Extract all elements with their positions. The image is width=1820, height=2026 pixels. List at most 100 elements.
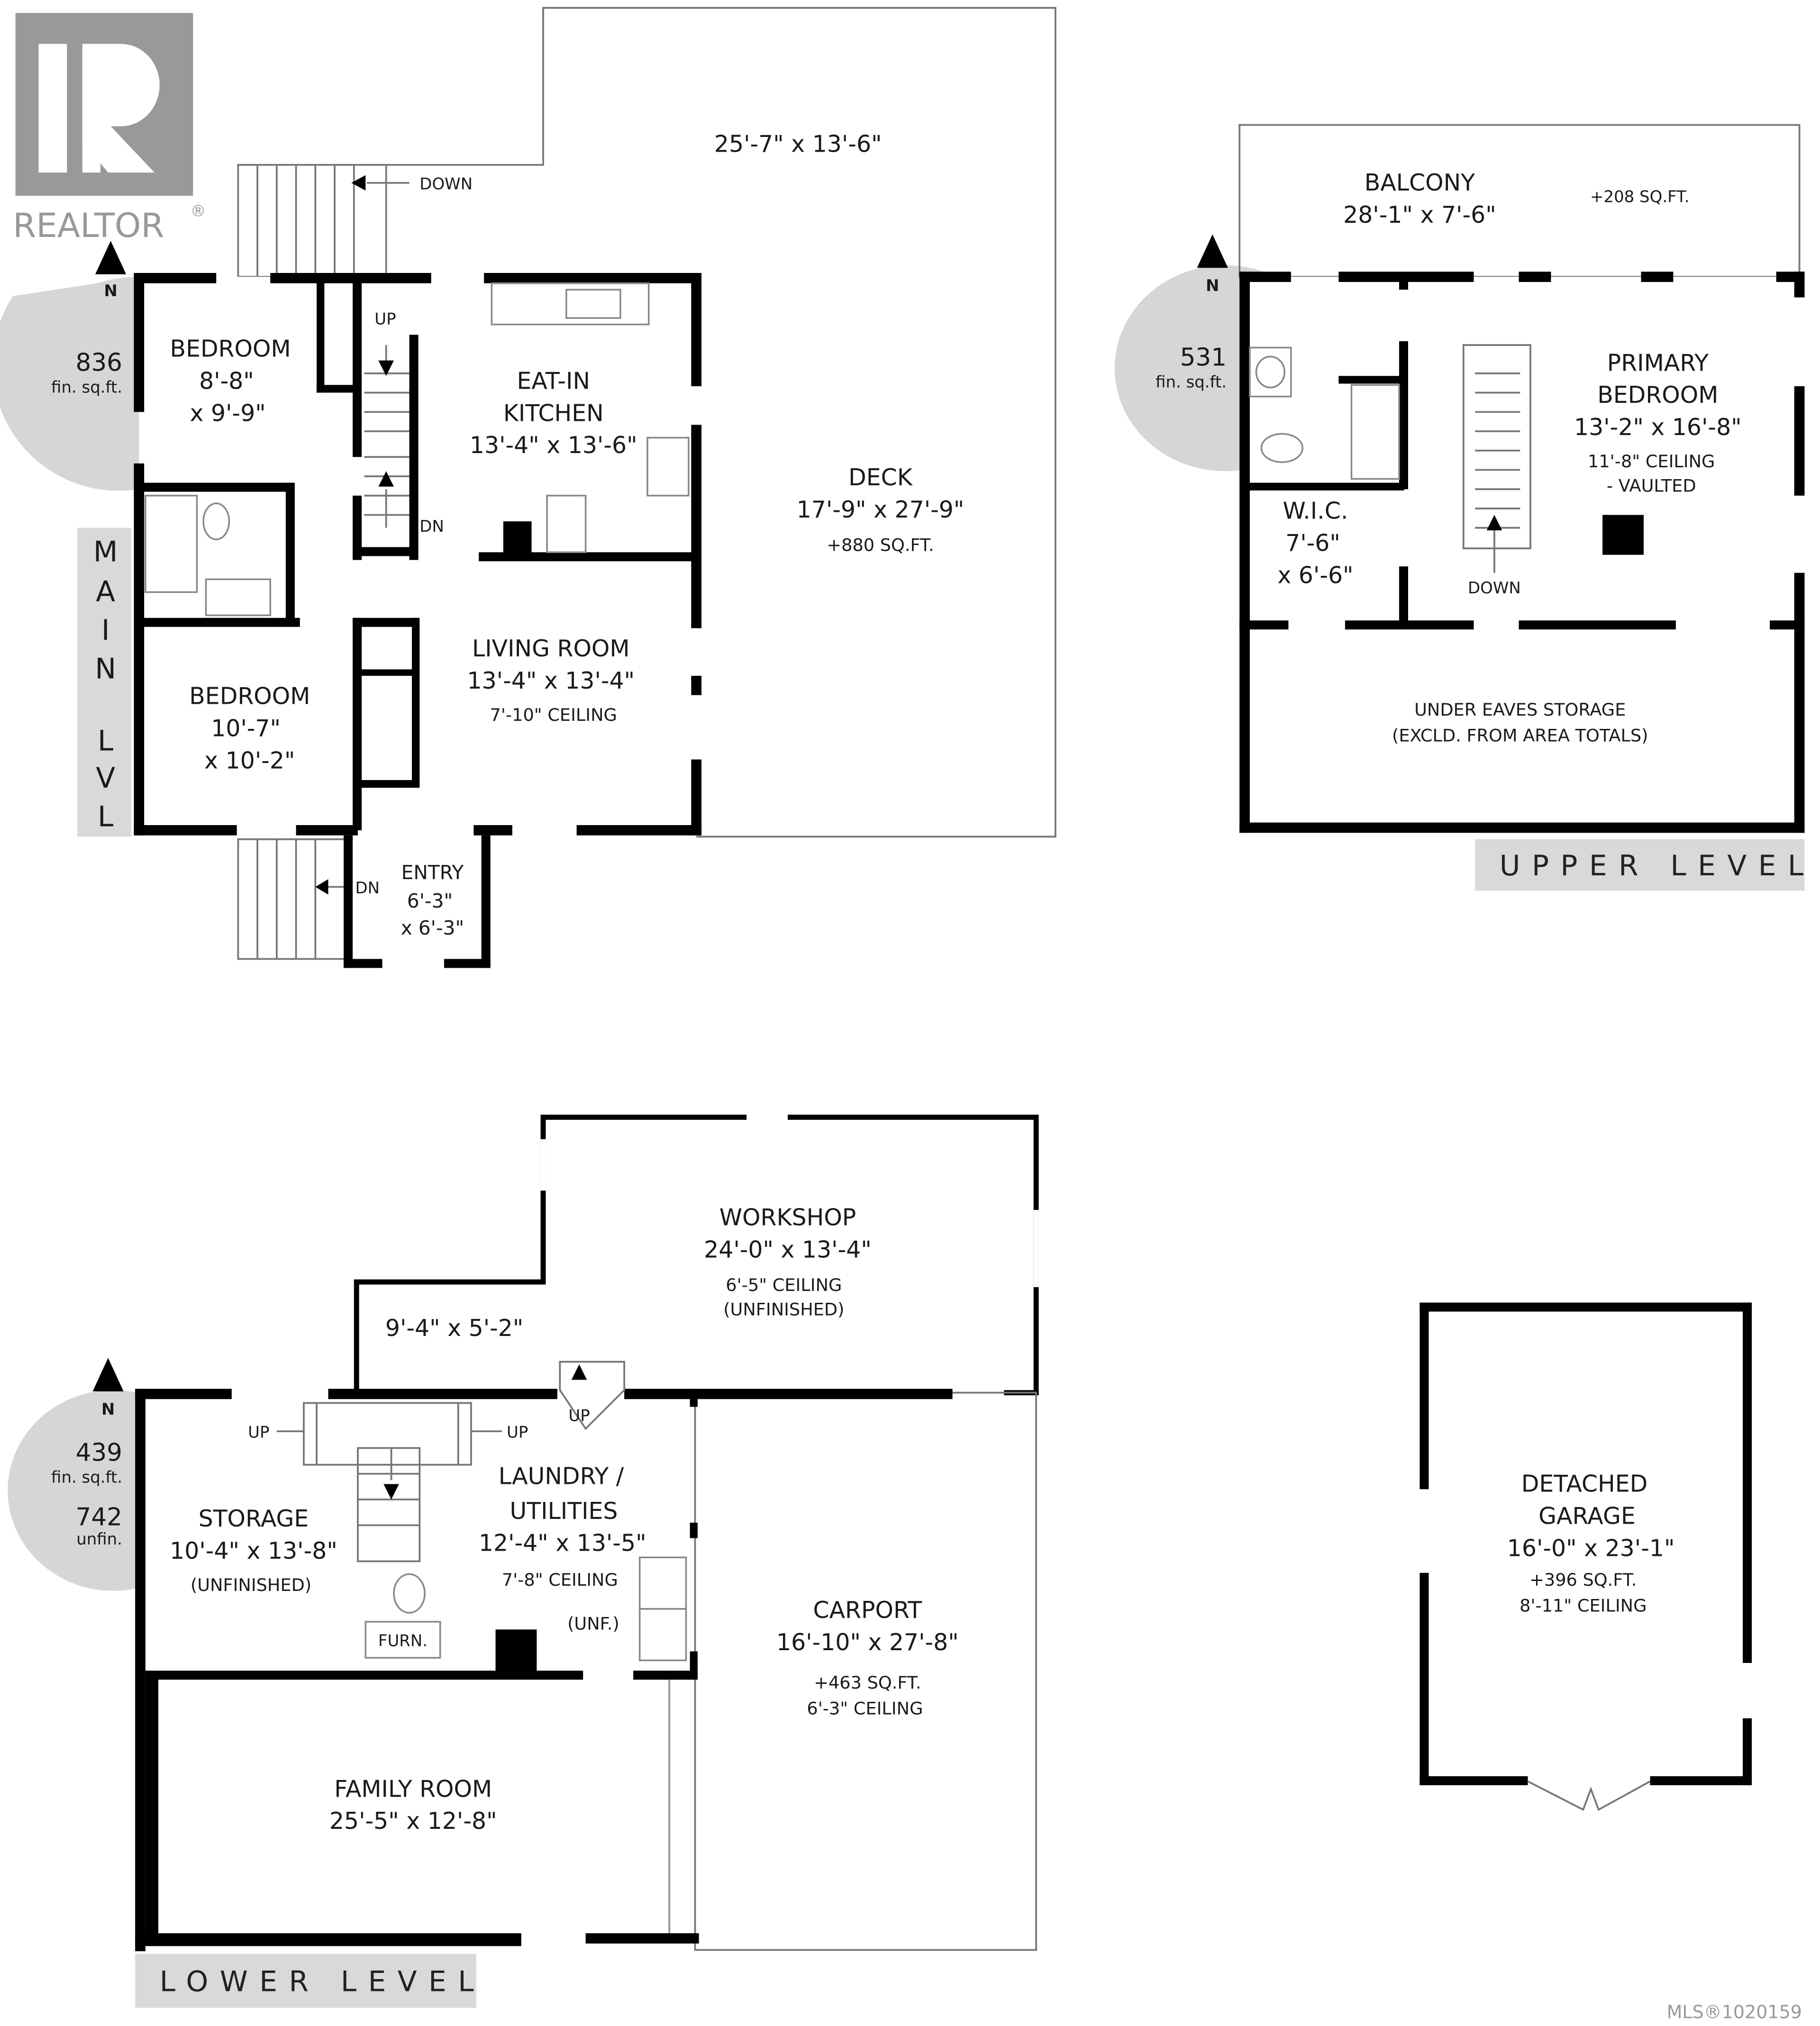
- room-name: KITCHEN: [503, 400, 604, 427]
- room-dim: 6'-3": [407, 890, 453, 912]
- realtor-logo: REALTOR ®: [13, 13, 206, 245]
- room-name: W.I.C.: [1283, 498, 1348, 525]
- front-stairs-dn-label: DN: [355, 879, 380, 898]
- deck-outline: [386, 7, 1056, 838]
- room-name: CARPORT: [813, 1597, 922, 1624]
- room-name: BALCONY: [1365, 169, 1475, 196]
- stairs-dn-label: DN: [419, 517, 444, 536]
- room-dim: 9'-4" x 5'-2": [385, 1315, 523, 1342]
- upper-area-unit: fin. sq.ft.: [1156, 373, 1227, 392]
- stairs-down-label: DOWN: [419, 174, 473, 193]
- stairs-up-label: UP: [507, 1423, 528, 1442]
- arrow-up-icon: [571, 1364, 587, 1380]
- room-dim: x 9'-9": [190, 400, 266, 427]
- room-dim: x 6'-6": [1277, 562, 1353, 589]
- water-heater-icon: [393, 1573, 426, 1614]
- level-letter: M: [93, 536, 118, 568]
- upper-level-label: [1475, 839, 1805, 891]
- upper-level-label-text: UPPER LEVEL: [1500, 850, 1815, 882]
- level-letter: I: [101, 614, 110, 647]
- room-area: +463 SQ.FT.: [814, 1672, 921, 1693]
- room-name: EAT-IN: [517, 367, 590, 394]
- main-area-unit: fin. sq.ft.: [51, 378, 122, 397]
- main-area: 836: [76, 348, 122, 377]
- compass-north: N: [1206, 276, 1219, 295]
- arrow-down-icon: [383, 1484, 399, 1500]
- lower-unfin-unit: unfin.: [76, 1530, 122, 1549]
- dryer-icon: [638, 1608, 687, 1662]
- room-dim: 10'-4" x 13'-8": [170, 1537, 337, 1564]
- room-name: STORAGE: [199, 1505, 309, 1532]
- compass-north: N: [104, 282, 117, 300]
- room-dim: 10'-7": [211, 715, 281, 742]
- room-name: LAUNDRY /: [499, 1463, 624, 1490]
- stove-icon: [646, 436, 690, 497]
- washer-icon: [638, 1556, 687, 1610]
- arrow-left-icon: [351, 175, 366, 191]
- stairs-up-label: UP: [568, 1406, 590, 1425]
- shower-icon: [1350, 384, 1400, 480]
- main-stairs: [364, 345, 410, 528]
- lower-level: N 439 fin. sq.ft. 742 unfin.: [8, 1115, 1039, 2008]
- room-note: 7'-10" CEILING: [490, 705, 617, 725]
- room-dim: 13'-4" x 13'-6": [470, 432, 637, 459]
- room-dim: 16'-10" x 27'-8": [776, 1629, 959, 1656]
- lower-unfin-area: 742: [76, 1503, 122, 1531]
- room-name: GARAGE: [1538, 1503, 1636, 1530]
- room-dim: x 10'-2": [204, 747, 295, 774]
- room-name: UTILITIES: [510, 1498, 618, 1525]
- north-arrow-icon: [95, 241, 127, 274]
- upper-level: N 531 fin. sq.ft.: [1114, 124, 1815, 891]
- balcony-outline: [1238, 124, 1801, 278]
- level-letter: L: [98, 801, 113, 834]
- arrow-up-icon: [1486, 515, 1502, 531]
- level-letter: A: [96, 575, 115, 608]
- room-area: +880 SQ.FT.: [827, 535, 934, 555]
- room-note: (UNFINISHED): [191, 1575, 311, 1595]
- room-name: BEDROOM: [189, 683, 310, 710]
- realtor-mark: ®: [191, 202, 206, 220]
- lower-fin-area: 439: [76, 1439, 122, 1467]
- garage-door: [1527, 1781, 1651, 1811]
- stairs-up-label: UP: [374, 310, 396, 329]
- deck-stairs: [237, 164, 410, 278]
- room-name: DECK: [848, 464, 913, 491]
- detached-garage: DETACHED GARAGE 16'-0" x 23'-1" +396 SQ.…: [1420, 1302, 1752, 1811]
- bathtub-icon: [145, 495, 198, 593]
- carport-outline: [694, 1391, 1037, 1951]
- room-dim: 13'-2" x 16'-8": [1574, 414, 1742, 441]
- realtor-text: REALTOR: [13, 206, 164, 245]
- room-note: 8'-11" CEILING: [1520, 1595, 1647, 1616]
- room-name: UNDER EAVES STORAGE: [1414, 700, 1626, 720]
- room-name: ENTRY: [401, 861, 464, 884]
- room-name: BEDROOM: [1597, 382, 1718, 409]
- room-note: 6'-3" CEILING: [807, 1699, 923, 1719]
- stairs-down-label: DOWN: [1468, 579, 1521, 598]
- room-note: 6'-5" CEILING: [726, 1275, 842, 1295]
- room-dim: x 6'-3": [401, 917, 464, 939]
- room-dim: 16'-0" x 23'-1": [1507, 1535, 1675, 1562]
- room-note: 7'-8" CEILING: [502, 1570, 618, 1590]
- sink-icon: [1255, 355, 1286, 389]
- room-dim: 25'-7" x 13'-6": [714, 131, 882, 158]
- room-dim: 17'-9" x 27'-9": [797, 496, 965, 523]
- arrow-left-icon: [315, 879, 328, 895]
- room-name: DETACHED: [1521, 1471, 1648, 1498]
- room-dim: 28'-1" x 7'-6": [1343, 201, 1496, 228]
- lower-fin-unit: fin. sq.ft.: [51, 1468, 122, 1487]
- upper-area: 531: [1180, 344, 1227, 372]
- room-dim: 24'-0" x 13'-4": [704, 1236, 872, 1263]
- level-letter: V: [96, 762, 115, 795]
- mls-number: MLS®1020159: [1667, 2001, 1802, 2022]
- room-dim: 12'-4" x 13'-5": [479, 1530, 646, 1557]
- front-stairs: [237, 838, 349, 960]
- room-note: 11'-8" CEILING: [1588, 451, 1715, 472]
- north-arrow-icon: [1197, 234, 1228, 268]
- north-arrow-icon: [92, 1358, 124, 1391]
- room-name: PRIMARY: [1607, 349, 1709, 376]
- chimney-block: [1602, 515, 1644, 555]
- room-name: WORKSHOP: [719, 1204, 856, 1231]
- room-dim: 8'-8": [199, 367, 254, 394]
- room-name: FAMILY ROOM: [334, 1775, 492, 1802]
- furnace-label: FURN.: [378, 1632, 428, 1651]
